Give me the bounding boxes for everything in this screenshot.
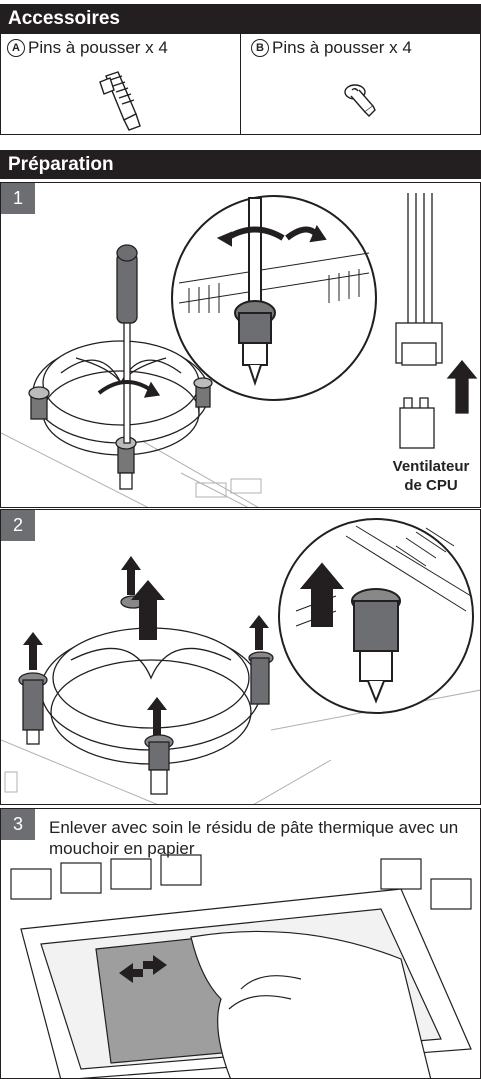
fan-label-line2: de CPU — [404, 477, 458, 494]
zoom-detail-circle — [171, 195, 377, 401]
cpu-cooler-lift-illustration — [18, 556, 274, 795]
accessories-header: Accessoires — [0, 4, 481, 33]
fan-label-line1: Ventilateur — [392, 458, 470, 475]
fan-connector-illustration — [395, 193, 478, 449]
push-pin-b-illustration — [344, 84, 376, 117]
step-3-panel: 3 Enlever avec soin le résidu de pâte th… — [0, 808, 481, 1079]
step-2-badge: 2 — [1, 510, 35, 541]
step-1-badge: 1 — [1, 183, 35, 214]
step-1-panel: 1 — [0, 182, 481, 508]
item-a-label: Pins à pousser x 4 — [28, 38, 168, 57]
item-b-letter: B — [251, 39, 269, 57]
step-3-instruction: Enlever avec soin le résidu de pâte ther… — [49, 818, 459, 858]
accessory-item-a: A Pins à pousser x 4 — [0, 33, 242, 135]
fan-connector-label: Ventilateur de CPU — [383, 457, 479, 495]
preparation-header: Préparation — [0, 150, 481, 179]
zoom-detail-circle-2 — [278, 518, 474, 714]
step-3-badge: 3 — [1, 809, 35, 840]
push-pin-a-illustration — [99, 71, 141, 131]
accessories-title: Accessoires — [8, 8, 120, 29]
cpu-cooler-illustration — [28, 244, 213, 490]
motherboard-background — [1, 382, 262, 507]
accessory-item-b: B Pins à pousser x 4 — [240, 33, 481, 135]
cpu-socket-illustration — [10, 854, 472, 1078]
step-2-panel: 2 — [0, 509, 481, 805]
item-a-letter: A — [7, 39, 25, 57]
item-b-label: Pins à pousser x 4 — [272, 38, 412, 57]
preparation-title: Préparation — [8, 154, 114, 175]
